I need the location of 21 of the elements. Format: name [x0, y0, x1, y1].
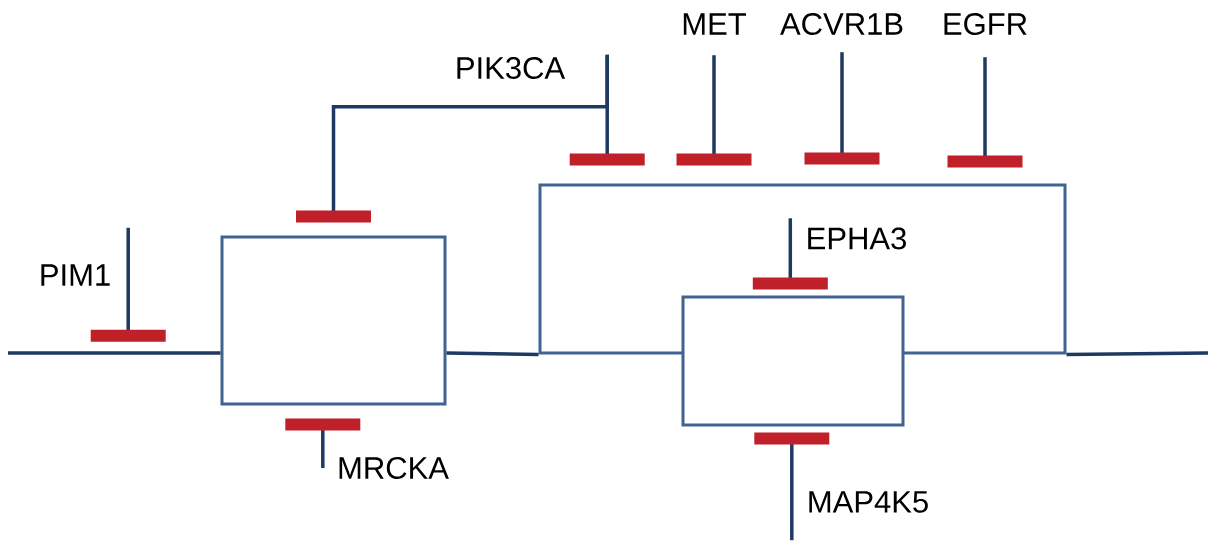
- gene-label: MET: [683, 13, 746, 35]
- inhibition-arrow: [804, 52, 880, 165]
- gene-label: MAP4K5: [809, 491, 928, 513]
- inhibition-arrow: [754, 432, 830, 541]
- box: [681, 295, 905, 427]
- gene-label: ACVR1B: [780, 13, 903, 35]
- inhibition-arrow: [676, 55, 752, 166]
- connector-line: [1066, 351, 1208, 357]
- box: [220, 235, 447, 406]
- inhibition-arrow: [90, 227, 166, 342]
- inhibition-arrow: [569, 54, 645, 166]
- gene-label: EGFR: [944, 13, 1027, 35]
- gene-label: MRCKA: [339, 457, 449, 479]
- connector-line: [446, 351, 539, 357]
- inhibition-arrow: [947, 57, 1023, 168]
- inhibition-arrow: [752, 218, 828, 290]
- gene-label: PIM1: [41, 264, 110, 286]
- gene-label: PIK3CA: [457, 57, 566, 79]
- connector-line: [8, 351, 221, 355]
- inhibition-arrow: [285, 418, 361, 468]
- gene-label: EPHA3: [808, 227, 906, 250]
